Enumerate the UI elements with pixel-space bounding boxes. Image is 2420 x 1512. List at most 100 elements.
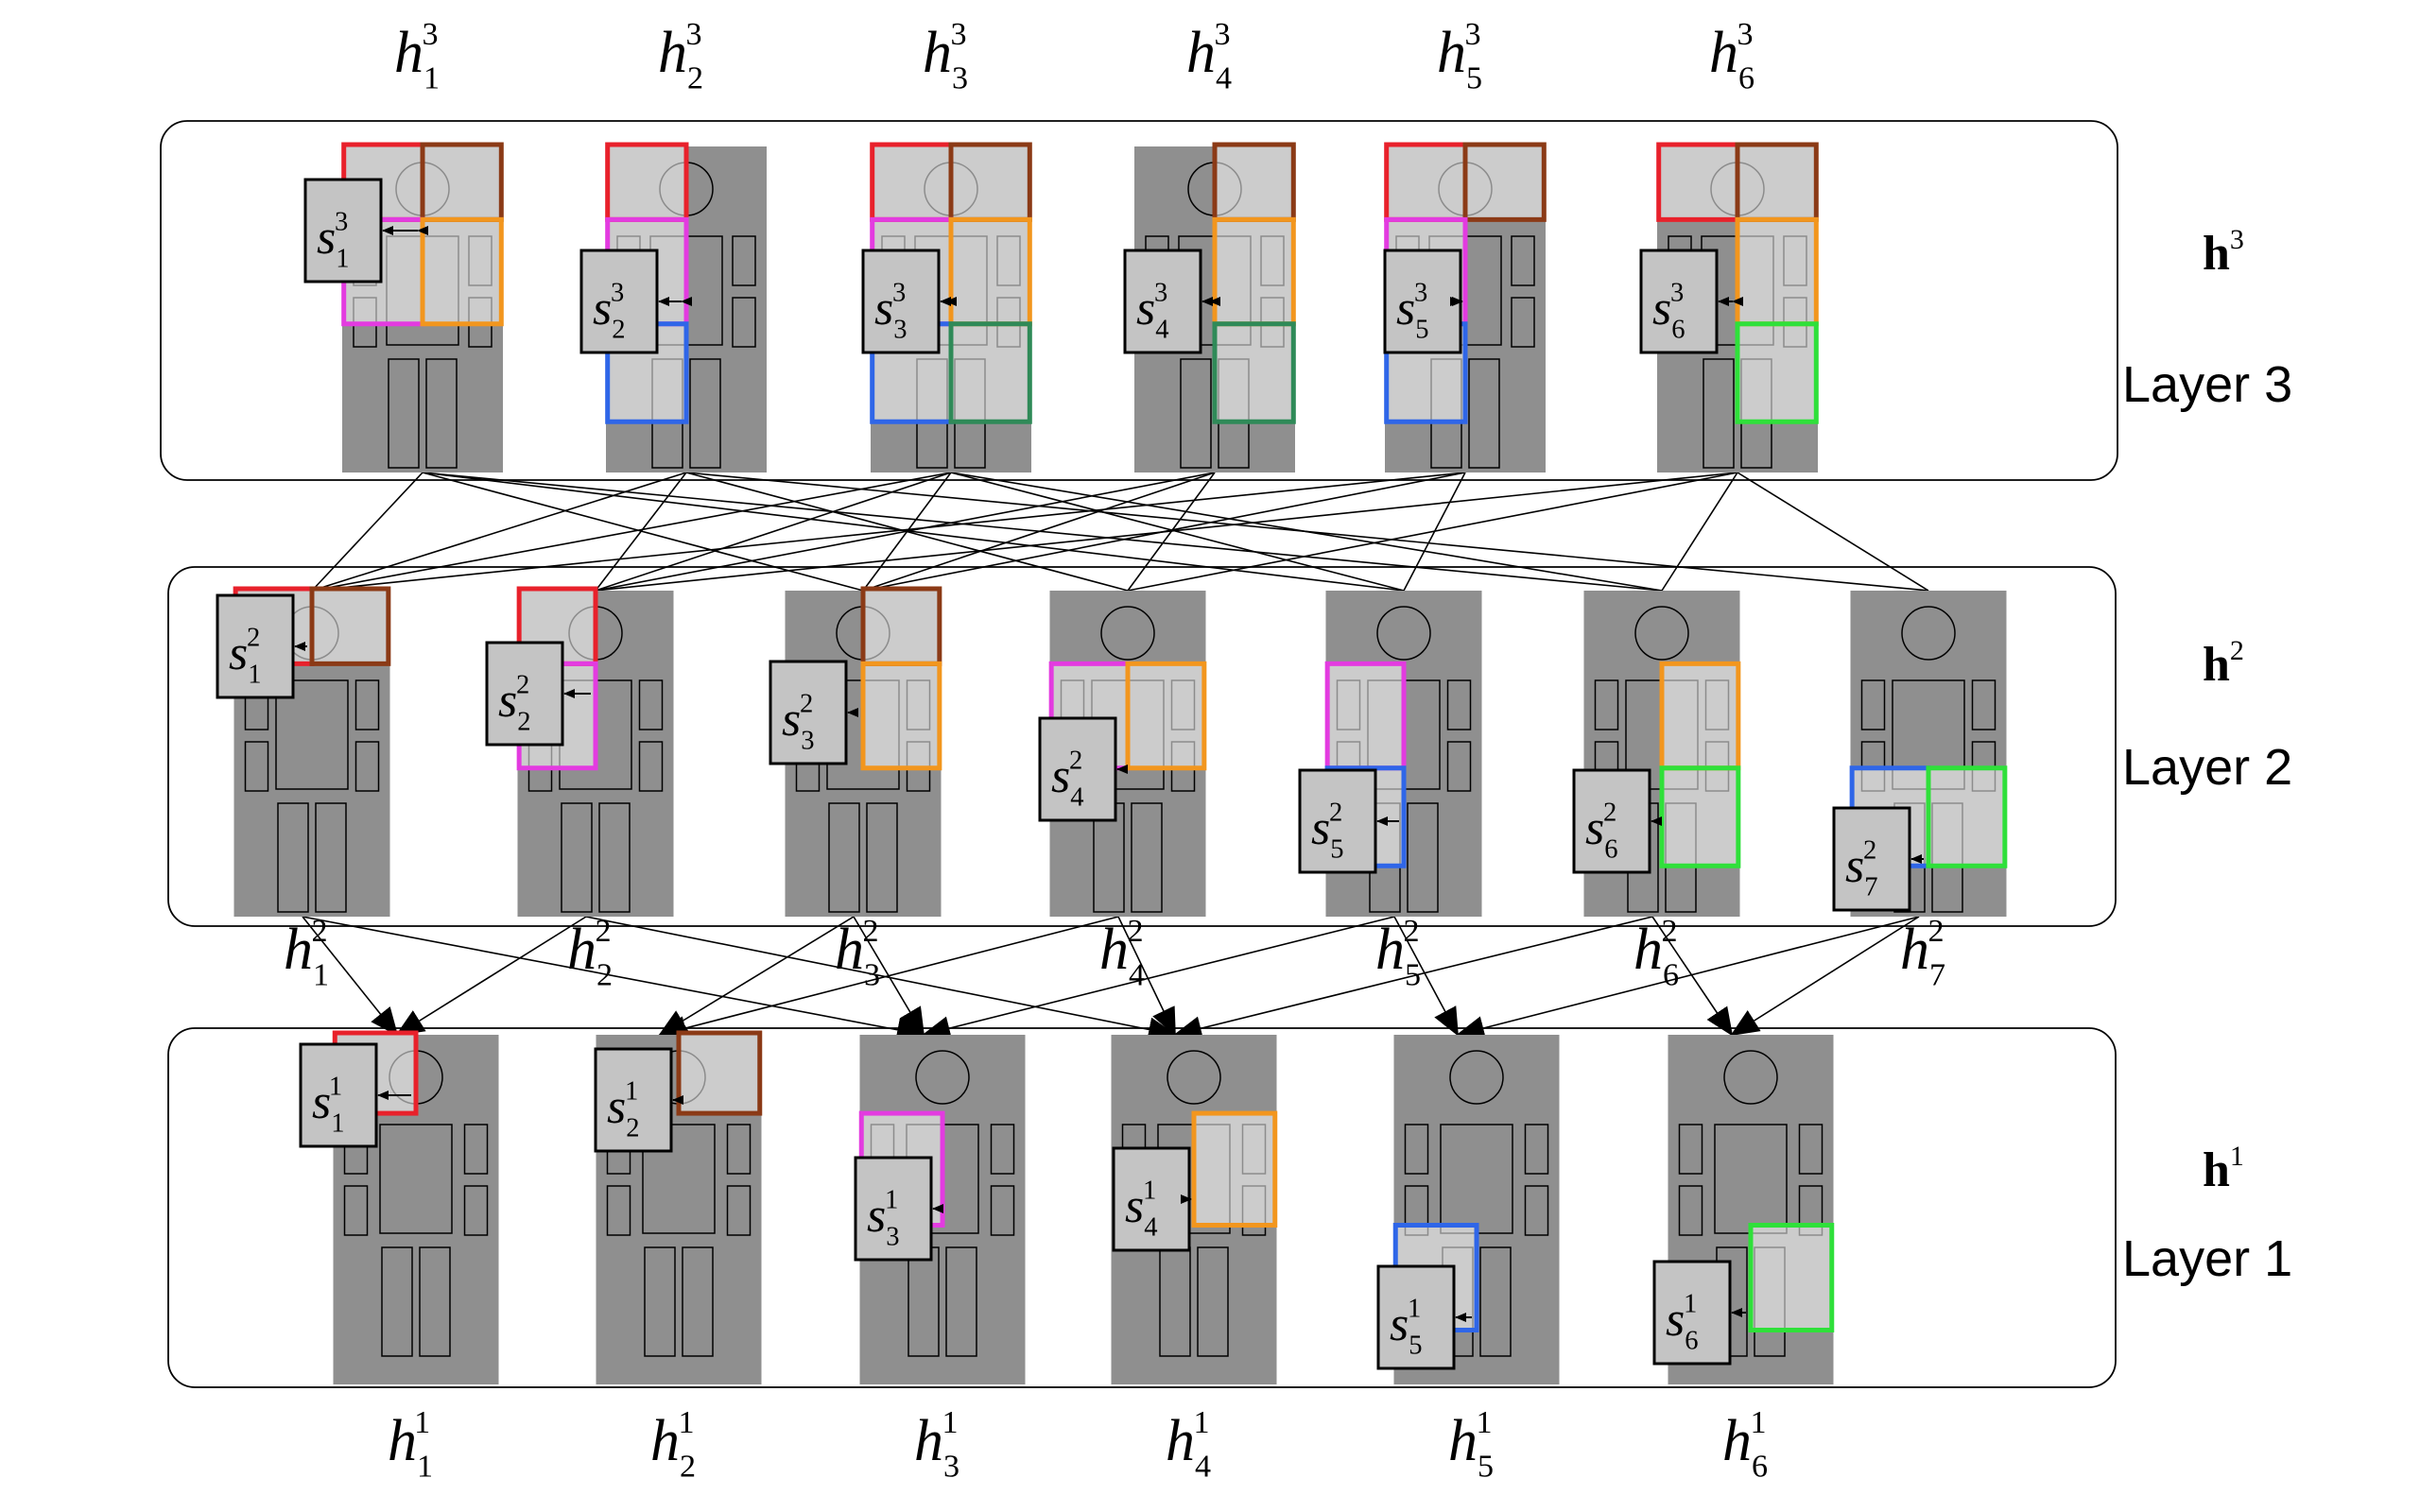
leg-outline (682, 1246, 714, 1357)
connection-l3-l2 (1127, 472, 1738, 592)
leg-outline (1180, 358, 1212, 469)
part-highlight-fill (1386, 145, 1465, 220)
leg-outline (561, 802, 593, 913)
part-highlight-fill (1737, 323, 1817, 422)
head-outline (1901, 606, 1956, 661)
connection-l3-l2 (595, 472, 1216, 592)
connection-l2-l1 (658, 916, 855, 1037)
node-box (1123, 249, 1202, 354)
node-l3-6: s63 (1639, 249, 1743, 354)
node-l2-3: s32 (769, 660, 858, 765)
leg-outline (828, 802, 860, 913)
node-label: s32 (782, 690, 815, 756)
layer-label-l2: Layer 2 (2122, 739, 2292, 796)
connection-l2-l1 (302, 916, 399, 1037)
arm-outline (354, 741, 380, 792)
arm-outline (990, 1185, 1015, 1236)
hidden-label-l2-1: h12 (284, 914, 329, 993)
connection-l2-l1 (1456, 916, 1920, 1040)
part-box-leg-right (1659, 765, 1741, 868)
hidden-label-l3-3: h33 (923, 17, 968, 96)
layer-vector-l2: h2 (2203, 635, 2244, 692)
node-label: s51 (1390, 1295, 1423, 1361)
part-highlight-fill (951, 145, 1030, 220)
arm-outline (990, 1124, 1015, 1175)
part-box-torso-right (1125, 661, 1207, 771)
node-l3-1: s13 (303, 178, 428, 284)
layer-label-l1: Layer 1 (2122, 1230, 2292, 1287)
layer-frame-l3 (160, 120, 2118, 481)
part-highlight-fill (1751, 1225, 1832, 1331)
arm-outline (463, 1185, 489, 1236)
layer-label-l3: Layer 3 (2122, 356, 2292, 413)
node-box (769, 660, 848, 765)
connection-l3-l2 (862, 472, 1216, 592)
arm-outline (1524, 1185, 1549, 1236)
leg-outline (277, 802, 309, 913)
layer-frame-l1 (167, 1027, 2117, 1388)
head-outline (1449, 1050, 1504, 1105)
hidden-label-l1-3: h31 (914, 1405, 959, 1485)
node-l1-6: s61 (1652, 1260, 1746, 1366)
part-box-leg-right (1926, 765, 2008, 868)
torso-outline (642, 1124, 716, 1234)
part-highlight-fill (1658, 145, 1737, 220)
node-l2-6: s62 (1572, 768, 1662, 874)
node-l1-3: s31 (854, 1156, 943, 1262)
part-highlight-fill (1737, 219, 1817, 324)
leg-outline (1479, 1246, 1512, 1357)
node-l2-1: s12 (216, 593, 307, 699)
part-box-head-right (676, 1030, 763, 1116)
arm-outline (726, 1185, 752, 1236)
node-box (1038, 716, 1117, 822)
connection-l3-l2 (950, 472, 1663, 592)
part-highlight-fill (1215, 219, 1294, 324)
hidden-label-l1-5: h51 (1448, 1405, 1494, 1485)
node-l2-5: s52 (1298, 768, 1399, 874)
hidden-label-l3-2: h23 (658, 17, 703, 96)
part-box-torso-right (860, 661, 942, 771)
connection-l2-l1 (1173, 916, 1653, 1040)
layer-vector-l3: h3 (2203, 224, 2244, 281)
node-box (299, 1042, 378, 1148)
arm-outline (244, 741, 269, 792)
head-outline (1376, 606, 1431, 661)
leg-outline (644, 1246, 676, 1357)
arm-outline (1511, 235, 1535, 286)
node-label: s41 (1125, 1177, 1158, 1243)
node-box (579, 249, 659, 354)
node-label: s63 (1652, 279, 1685, 345)
part-box-head-right (309, 586, 391, 666)
node-label: s11 (312, 1073, 344, 1139)
node-label: s12 (229, 624, 262, 690)
part-highlight-fill (863, 589, 940, 664)
figure-l2-4 (1048, 591, 1207, 917)
node-label: s21 (607, 1077, 640, 1143)
node-label: s23 (593, 279, 626, 345)
connection-l3-l2 (422, 472, 1663, 592)
node-box (861, 249, 941, 354)
head-outline (1634, 606, 1689, 661)
node-label: s72 (1845, 836, 1878, 902)
leg-outline (388, 358, 420, 469)
arm-outline (1971, 679, 1996, 730)
node-box (303, 178, 383, 284)
arm-outline (343, 1185, 369, 1236)
arm-outline (1798, 1124, 1824, 1175)
connection-l2-l1 (1117, 916, 1176, 1037)
hidden-label-l3-5: h53 (1437, 17, 1482, 96)
connection-l3-l2 (422, 472, 1405, 592)
head-outline (1723, 1050, 1778, 1105)
part-highlight-fill (423, 145, 502, 220)
leg-outline (1703, 358, 1735, 469)
arm-outline (1860, 679, 1886, 730)
figure-l2-2 (516, 586, 674, 917)
part-highlight-fill (679, 1033, 760, 1114)
part-highlight-fill (1737, 145, 1817, 220)
part-box-torso-right (1191, 1110, 1278, 1228)
leg-outline (1468, 358, 1500, 469)
head-outline (1100, 606, 1155, 661)
part-highlight-fill (312, 589, 389, 664)
part-box-leg-right (1735, 321, 1819, 424)
